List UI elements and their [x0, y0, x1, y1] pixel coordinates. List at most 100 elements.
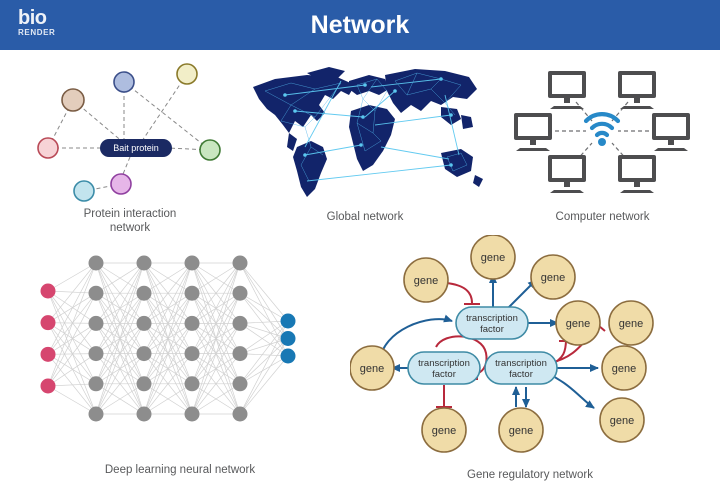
gene-node-upper-right[interactable]: gene — [530, 254, 576, 300]
gene-label: gene — [612, 363, 636, 375]
neural-node-hidden2-4[interactable] — [136, 346, 152, 362]
protein-node-tan[interactable] — [61, 88, 85, 112]
neural-node-hidden4-6[interactable] — [232, 406, 248, 422]
neural-node-output-2[interactable] — [280, 331, 296, 346]
gene-node-bottom-center[interactable]: gene — [498, 407, 544, 453]
landmass-australia — [441, 149, 473, 177]
panel-gene-regulatory-network: gene gene gene gene gene — [350, 235, 710, 495]
neural-node-hidden3-5[interactable] — [184, 376, 200, 392]
neural-node-hidden2-2[interactable] — [136, 285, 152, 301]
neural-edge — [47, 383, 97, 387]
neural-edge — [47, 323, 97, 387]
neural-edge — [47, 290, 97, 415]
neural-node-hidden3-1[interactable] — [184, 255, 200, 271]
gene-node-lower-right[interactable]: gene — [599, 397, 645, 443]
inhibit-tf2-self-loop — [435, 335, 488, 374]
caption-line-1: Protein interaction — [83, 208, 177, 220]
panel-protein-interaction-network: Bait protein Protein interaction network — [20, 55, 240, 245]
transcription-factor-2[interactable]: transcription factor — [407, 351, 481, 385]
neural-edge — [47, 322, 97, 354]
monitor-mid-left[interactable] — [514, 113, 552, 151]
wifi-icon[interactable] — [583, 112, 621, 146]
monitor-top-left[interactable] — [548, 71, 586, 109]
inhibit-gene-upper-left-to-tf1 — [445, 282, 473, 304]
panel-computer-network: Computer network — [500, 55, 705, 245]
neural-node-hidden1-1[interactable] — [88, 255, 104, 271]
neural-node-hidden2-6[interactable] — [136, 406, 152, 422]
neural-edge — [239, 320, 289, 415]
neural-node-input-2[interactable] — [40, 315, 56, 331]
neural-edge — [47, 262, 97, 323]
protein-node-blue[interactable] — [113, 71, 135, 93]
neural-node-hidden3-4[interactable] — [184, 346, 200, 362]
protein-node-pink[interactable] — [37, 137, 59, 159]
neural-node-input-1[interactable] — [40, 283, 56, 299]
neural-node-hidden1-4[interactable] — [88, 346, 104, 362]
transcription-factor-3[interactable]: transcription factor — [484, 351, 558, 385]
bait-protein-badge[interactable]: Bait protein — [100, 139, 172, 157]
neural-node-hidden1-6[interactable] — [88, 406, 104, 422]
gene-node-mid-right-inner[interactable]: gene — [555, 300, 601, 346]
neural-node-hidden2-1[interactable] — [136, 255, 152, 271]
neural-node-hidden3-6[interactable] — [184, 406, 200, 422]
tf-label-line1: transcription — [418, 358, 470, 369]
protein-nodes — [37, 63, 221, 202]
caption-computer-network: Computer network — [555, 211, 650, 223]
neural-node-hidden1-2[interactable] — [88, 285, 104, 301]
landmass-asia — [385, 69, 477, 113]
neural-edge — [95, 262, 145, 354]
protein-node-purple[interactable] — [110, 173, 132, 195]
neural-edge — [191, 262, 241, 294]
gene-node-top-right-outer[interactable]: gene — [608, 300, 654, 346]
neural-node-hidden4-3[interactable] — [232, 315, 248, 331]
monitor-mid-right[interactable] — [652, 113, 690, 151]
neural-node-hidden4-5[interactable] — [232, 376, 248, 392]
neural-edge — [47, 290, 97, 354]
transcription-factor-1[interactable]: transcription factor — [455, 306, 529, 340]
neural-node-hidden2-3[interactable] — [136, 315, 152, 331]
neural-edge — [95, 262, 145, 294]
protein-node-green[interactable] — [199, 139, 221, 161]
landmass-greenland — [307, 67, 345, 79]
neural-edge — [47, 290, 97, 324]
neural-node-hidden4-2[interactable] — [232, 285, 248, 301]
neural-node-output-1[interactable] — [280, 313, 296, 329]
link-na-eu — [284, 84, 366, 96]
wifi-arc-inner — [594, 130, 610, 138]
neural-node-hidden2-5[interactable] — [136, 376, 152, 392]
neural-node-hidden3-3[interactable] — [184, 315, 200, 331]
gene-label: gene — [619, 318, 643, 330]
gene-node-top[interactable]: gene — [470, 235, 516, 280]
logo-primary-text: bio — [18, 7, 47, 29]
neural-edge — [239, 320, 289, 385]
monitor-bottom-right[interactable] — [618, 155, 656, 193]
panel-global-network: Global network — [245, 55, 485, 245]
link-sa-af — [304, 144, 362, 156]
landmass-philippines — [461, 115, 473, 129]
gene-node-mid-right[interactable]: gene — [601, 345, 647, 391]
caption-deep-learning-neural-network: Deep learning neural network — [104, 464, 256, 476]
neural-node-hidden1-5[interactable] — [88, 376, 104, 392]
neural-node-input-3[interactable] — [40, 346, 56, 362]
protein-node-yellow[interactable] — [176, 63, 198, 85]
monitor-bottom-left[interactable] — [548, 155, 586, 193]
neural-node-hidden4-1[interactable] — [232, 255, 248, 271]
neural-edge — [191, 353, 241, 415]
neural-edge — [191, 262, 241, 384]
neural-edge — [239, 262, 289, 322]
neural-node-hidden4-4[interactable] — [232, 346, 248, 362]
neural-node-output-3[interactable] — [280, 348, 296, 364]
neural-node-input-4[interactable] — [40, 378, 56, 394]
tf-label-line2: factor — [480, 324, 504, 335]
neural-node-hidden3-2[interactable] — [184, 285, 200, 301]
neural-edge — [239, 355, 289, 415]
gene-node-bottom-left[interactable]: gene — [421, 407, 467, 453]
gene-node-left[interactable]: gene — [350, 345, 395, 391]
protein-node-cyan[interactable] — [73, 180, 95, 202]
panel-deep-learning-neural-network: Deep learning neural network — [20, 245, 340, 495]
neural-node-hidden1-3[interactable] — [88, 315, 104, 331]
monitor-top-right[interactable] — [618, 71, 656, 109]
gene-node-upper-left[interactable]: gene — [403, 257, 449, 303]
neural-edge — [47, 262, 97, 292]
landmass-new-zealand — [473, 175, 483, 187]
